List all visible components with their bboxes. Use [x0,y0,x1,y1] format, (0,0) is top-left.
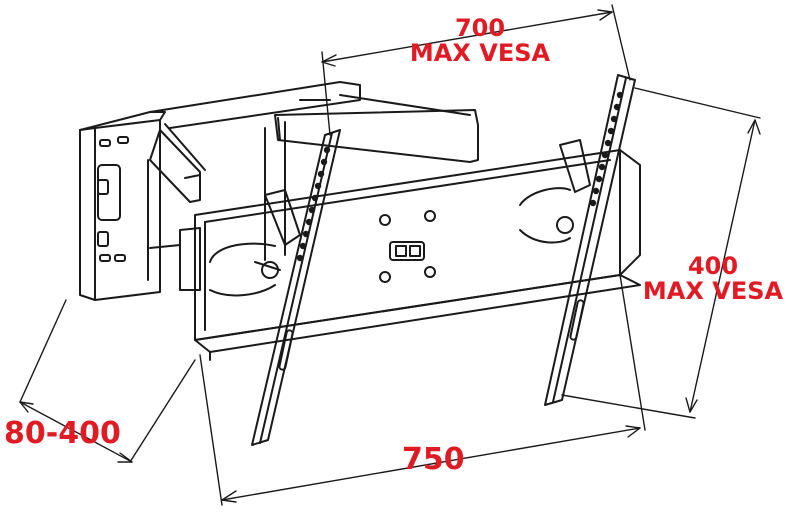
dimension-lines [19,4,761,506]
max-vesa-height-value: 400 [687,252,739,280]
wall-distance-label: 80-400 [4,416,121,451]
max-vesa-height-label: 400 MAX VESA [628,252,798,306]
overall-width-label: 750 [402,442,465,477]
articulating-arms [147,81,479,291]
wall-plate [79,111,166,301]
max-vesa-width-caption: MAX VESA [409,39,551,68]
max-vesa-width-value: 700 [454,14,506,42]
bottom-rail [194,274,641,361]
right-vertical-bracket [544,74,636,406]
left-vertical-bracket [251,129,341,446]
max-vesa-width-label: 700 MAX VESA [395,14,565,68]
max-vesa-height-caption: MAX VESA [642,277,784,306]
